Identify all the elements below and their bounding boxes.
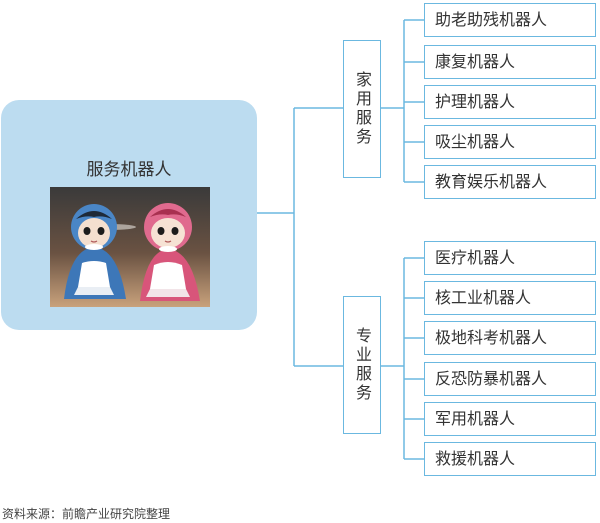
source-note: 资料来源：前瞻产业研究院整理 [2,507,171,521]
category-professional-service: 专业服务 [343,296,381,434]
category-label: 专业服务 [353,327,372,403]
leaf-node: 军用机器人 [424,402,596,436]
leaf-node: 医疗机器人 [424,241,596,275]
pink-robot [140,203,200,301]
category-home-service: 家用服务 [343,40,381,178]
robots-photo [50,187,210,307]
leaf-node: 救援机器人 [424,442,596,476]
category-label: 家用服务 [353,71,372,147]
leaf-node: 护理机器人 [424,85,596,119]
leaf-node: 助老助残机器人 [424,3,596,37]
leaf-node: 教育娱乐机器人 [424,165,596,199]
root-node: 服务机器人 [1,100,257,330]
leaf-node: 康复机器人 [424,45,596,79]
leaf-node: 极地科考机器人 [424,321,596,355]
root-title: 服务机器人 [86,160,172,180]
blue-robot [64,204,126,299]
leaf-node: 反恐防暴机器人 [424,362,596,396]
leaf-node: 核工业机器人 [424,281,596,315]
leaf-node: 吸尘机器人 [424,125,596,159]
